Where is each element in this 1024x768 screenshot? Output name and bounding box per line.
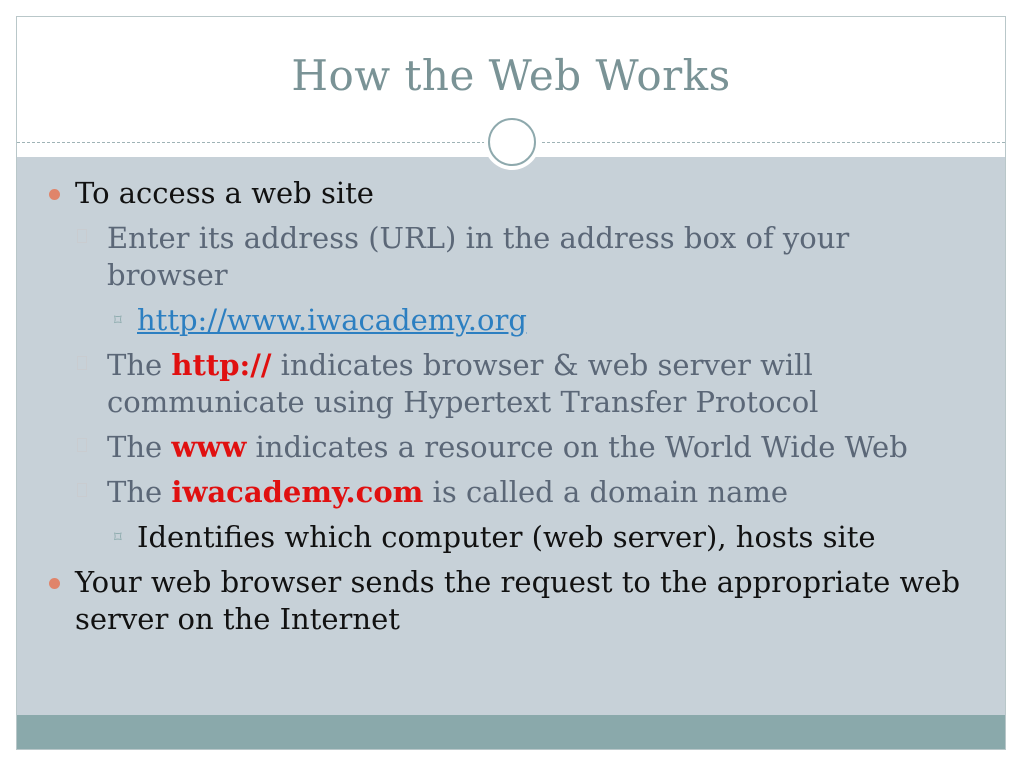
ring-icon bbox=[488, 118, 536, 166]
slide: How the Web Works To access a web site E… bbox=[16, 16, 1006, 750]
sub-bullet-text: Enter its address (URL) in the address b… bbox=[107, 221, 850, 292]
empty-square-icon bbox=[77, 483, 87, 497]
sub-bullet-prefix: The bbox=[107, 475, 172, 509]
bullet-text: To access a web site bbox=[75, 176, 374, 210]
sub-sub-bullet-item: ⌑ http://www.iwacademy.org bbox=[17, 302, 1005, 339]
sub-bullet-suffix: indicates browser & web server will comm… bbox=[107, 348, 819, 419]
slide-title: How the Web Works bbox=[291, 51, 731, 100]
bottom-bar bbox=[17, 715, 1005, 749]
highlight-text: www bbox=[171, 430, 247, 464]
bullet-item: Your web browser sends the request to th… bbox=[17, 564, 1005, 638]
star-cross-icon: ⌑ bbox=[114, 311, 122, 329]
highlight-text: iwacademy.com bbox=[171, 475, 424, 509]
sub-bullet-item: Enter its address (URL) in the address b… bbox=[17, 220, 1005, 294]
content-area bbox=[17, 157, 1005, 715]
orange-dot-icon bbox=[49, 189, 60, 200]
sub-bullet-item: The www indicates a resource on the Worl… bbox=[17, 429, 1005, 466]
bullet-text: Your web browser sends the request to th… bbox=[75, 565, 961, 636]
bullet-item: To access a web site bbox=[17, 175, 1005, 212]
sub-bullet-prefix: The bbox=[107, 430, 172, 464]
sub-sub-bullet-item: ⌑ Identifies which computer (web server)… bbox=[17, 519, 1005, 556]
url-link[interactable]: http://www.iwacademy.org bbox=[137, 303, 527, 337]
highlight-text: http:// bbox=[171, 348, 272, 382]
empty-square-icon bbox=[77, 356, 87, 370]
slide-body: To access a web site Enter its address (… bbox=[17, 175, 1005, 638]
orange-dot-icon bbox=[49, 578, 60, 589]
sub-bullet-suffix: is called a domain name bbox=[423, 475, 789, 509]
sub-sub-bullet-text: Identifies which computer (web server), … bbox=[137, 520, 876, 554]
star-cross-icon: ⌑ bbox=[114, 528, 122, 546]
sub-bullet-suffix: indicates a resource on the World Wide W… bbox=[246, 430, 908, 464]
sub-bullet-item: The iwacademy.com is called a domain nam… bbox=[17, 474, 1005, 511]
empty-square-icon bbox=[77, 229, 87, 243]
sub-bullet-item: The http:// indicates browser & web serv… bbox=[17, 347, 1005, 421]
empty-square-icon bbox=[77, 438, 87, 452]
sub-bullet-prefix: The bbox=[107, 348, 172, 382]
